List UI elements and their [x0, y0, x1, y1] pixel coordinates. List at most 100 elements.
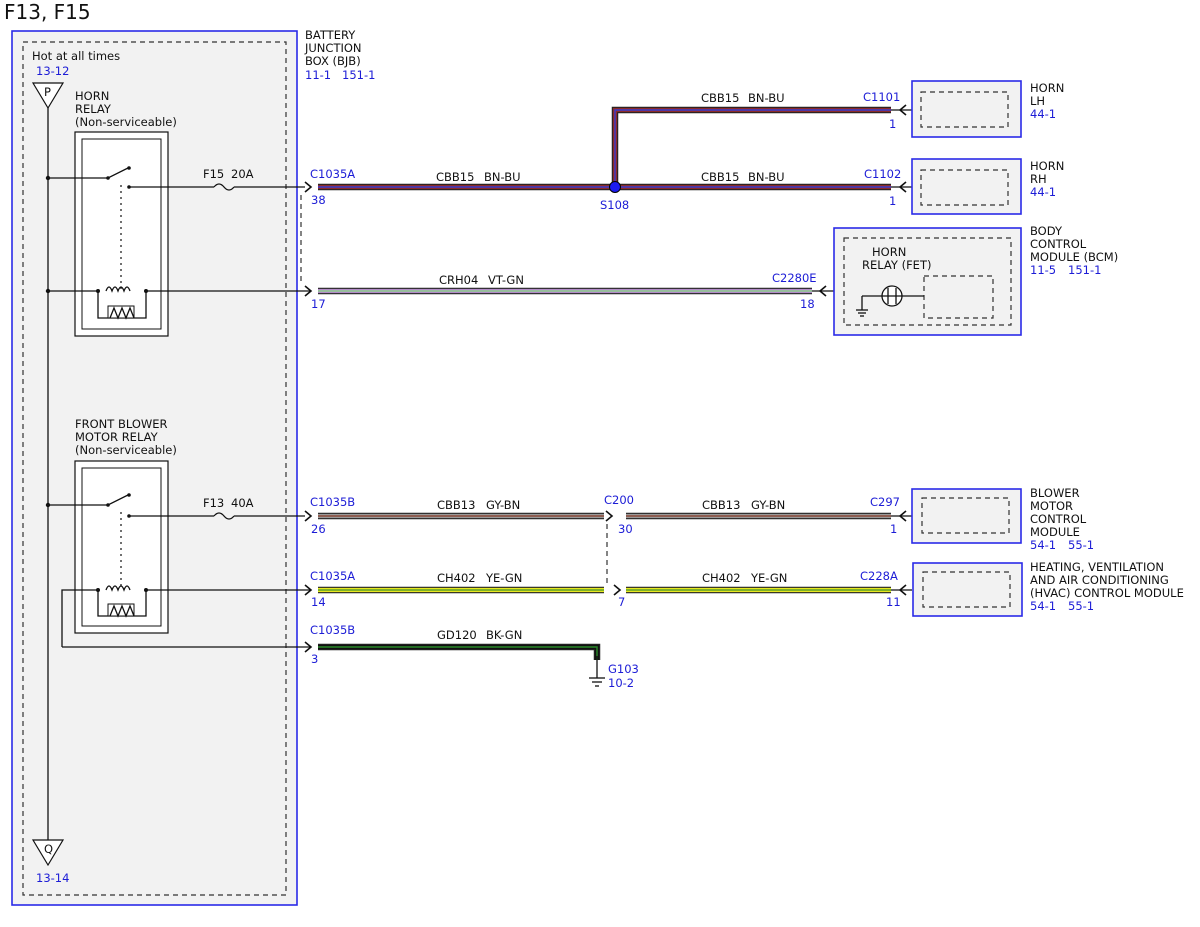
fuse-f15-icon: [213, 183, 235, 191]
arrow-icon: [304, 641, 313, 653]
w-cbb13-b-color: GY-BN: [751, 498, 785, 512]
c297-pin: 1: [890, 522, 897, 536]
arrow-icon: [304, 181, 313, 193]
horn-relay-label-2: RELAY: [75, 102, 112, 116]
connector-q-icon: [31, 839, 65, 867]
blower-relay-label-1: FRONT BLOWER: [75, 417, 168, 431]
w-ch402-a-circuit: CH402: [437, 571, 476, 585]
c1035b-3-pin: 3: [311, 652, 318, 666]
c1035b-3-name: C1035B: [310, 623, 355, 637]
blower-relay-label-3: (Non-serviceable): [75, 443, 177, 457]
bcm-ref-2: 151-1: [1068, 263, 1101, 277]
blower-relay-label-2: MOTOR RELAY: [75, 430, 159, 444]
connector-q-label: Q: [44, 842, 53, 856]
horn-relay-inner: [81, 138, 162, 330]
bjb-ref-1: 11-1: [305, 68, 331, 82]
horn-relay-label-3: (Non-serviceable): [75, 115, 177, 129]
connector-p-icon: [31, 82, 65, 110]
bcm-inner-label-1: HORN: [872, 245, 906, 259]
blower-ref-1: 54-1: [1030, 538, 1056, 552]
splice-s108-label: S108: [600, 198, 629, 212]
bcm-ref-1: 11-5: [1030, 263, 1056, 277]
w-ch402-a-color: YE-GN: [485, 571, 522, 585]
c1035a-14-pin: 14: [311, 595, 326, 609]
c1035a-17-pin: 17: [311, 297, 326, 311]
c228a-name: C228A: [860, 569, 898, 583]
wire-stroke: [614, 109, 891, 187]
horn-relay-label-1: HORN: [75, 89, 109, 103]
w-horn-lh-circuit: CBB15: [701, 91, 739, 105]
hvac-module-box: [912, 562, 1023, 617]
diagram-title: F13, F15: [4, 0, 91, 24]
horn-lh-ref: 44-1: [1030, 107, 1056, 121]
wire-w-gd120: [318, 643, 601, 660]
c1035b-26-name: C1035B: [310, 495, 355, 509]
hvac-label-3: (HVAC) CONTROL MODULE: [1030, 586, 1184, 600]
w-crh04-color: VT-GN: [488, 273, 524, 287]
wire-w-horn-lh: [611, 106, 891, 187]
arrow-icon: [304, 584, 313, 596]
blower-label-4: MODULE: [1030, 525, 1080, 539]
fuse-f15-id: F15: [203, 167, 224, 181]
arrow-icon: [304, 285, 313, 297]
wire-layer: [318, 106, 891, 660]
wire-stroke: [318, 644, 600, 660]
hvac-ref-2: 55-1: [1068, 599, 1094, 613]
w-ch402-b-circuit: CH402: [702, 571, 741, 585]
w-crh04-circuit: CRH04: [439, 273, 478, 287]
c1102-pin: 1: [889, 194, 896, 208]
c2280e-name: C2280E: [772, 271, 817, 285]
w-cbb13-b-circuit: CBB13: [702, 498, 740, 512]
bcm-label-1: BODY: [1030, 224, 1063, 238]
c200-pin-a: 30: [618, 522, 633, 536]
horn-rh-label-2: RH: [1030, 172, 1047, 186]
hot-ref: 13-12: [36, 64, 69, 78]
blower-relay-coil-icon: [105, 585, 131, 592]
c200-pin-b: 7: [618, 595, 625, 609]
bcm-label-3: MODULE (BCM): [1030, 250, 1118, 264]
w-cbb13-a-circuit: CBB13: [437, 498, 475, 512]
fuse-f13-rating: 40A: [231, 496, 254, 510]
ground-g103: G103: [608, 662, 639, 676]
c1035a-14-name: C1035A: [310, 569, 355, 583]
bcm-label-2: CONTROL: [1030, 237, 1087, 251]
hvac-label-1: HEATING, VENTILATION: [1030, 560, 1164, 574]
horn-rh-label-1: HORN: [1030, 159, 1064, 173]
c200-name: C200: [604, 493, 634, 507]
horn-rh-box: [911, 158, 1022, 215]
w-horn-lh-color: BN-BU: [748, 91, 785, 105]
fuse-f13-id: F13: [203, 496, 224, 510]
ground-ref: 10-2: [608, 676, 634, 690]
c1035a-top-name: C1035A: [310, 167, 355, 181]
bjb-name-3: BOX (BJB): [305, 54, 361, 68]
blower-module-box: [911, 488, 1022, 544]
c1035b-26-pin: 26: [311, 522, 326, 536]
bcm-box: [833, 227, 1022, 336]
wire-stroke: [318, 646, 598, 660]
bcm-inner-label-2: RELAY (FET): [862, 258, 931, 272]
blower-label-3: CONTROL: [1030, 512, 1087, 526]
c1035a-top-pin: 38: [311, 193, 326, 207]
horn-relay-coil-icon: [105, 286, 131, 293]
bjb-ref-2: 151-1: [342, 68, 375, 82]
blower-label-2: MOTOR: [1030, 499, 1073, 513]
horn-lh-label-2: LH: [1030, 94, 1045, 108]
w-s108-rh-color: BN-BU: [748, 170, 785, 184]
w-gd120-circuit: GD120: [437, 628, 477, 642]
c297-name: C297: [870, 495, 900, 509]
splice-s108-icon: [609, 181, 621, 193]
blower-ref-2: 55-1: [1068, 538, 1094, 552]
fuse-f13-icon: [213, 512, 235, 520]
w-ch402-b-color: YE-GN: [750, 571, 787, 585]
connector-p-label: P: [44, 85, 51, 99]
arrow-icon: [613, 584, 622, 596]
w-bjb-s108-color: BN-BU: [484, 170, 521, 184]
w-bjb-s108-circuit: CBB15: [436, 170, 474, 184]
c228a-pin: 11: [886, 595, 901, 609]
w-s108-rh-circuit: CBB15: [701, 170, 739, 184]
w-cbb13-a-color: GY-BN: [486, 498, 520, 512]
bjb-name-1: BATTERY: [305, 28, 356, 42]
w-gd120-color: BK-GN: [486, 628, 522, 642]
c1102-name: C1102: [864, 167, 901, 181]
